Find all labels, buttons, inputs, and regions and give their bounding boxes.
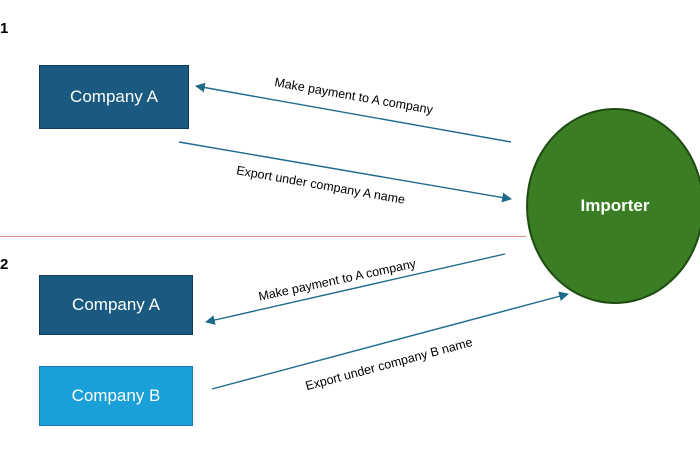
scenario-divider: [0, 236, 526, 237]
company-a-label: Company A: [72, 295, 160, 314]
company-a-label: Company A: [70, 87, 158, 106]
s1-export-label: Export under company A name: [235, 163, 406, 206]
company-a-box-scenario-2: Company A: [39, 275, 193, 335]
company-a-box-scenario-1: Company A: [39, 65, 189, 129]
company-b-label: Company B: [71, 386, 161, 405]
s2-export-label: Export under company B name: [304, 335, 474, 393]
importer-node: Importer: [526, 108, 700, 304]
s1-export-arrow: [178, 141, 512, 203]
s1-payment-label: Make payment to A company: [273, 75, 434, 117]
importer-label: Importer: [580, 196, 650, 215]
s2-export-arrow: [211, 291, 569, 390]
s1-payment-arrow: [195, 82, 512, 143]
company-b-box: Company B: [39, 366, 193, 426]
scenario-2-number: 2: [0, 256, 9, 273]
s2-payment-arrow: [205, 253, 506, 325]
scenario-1-number: 1: [0, 20, 9, 37]
